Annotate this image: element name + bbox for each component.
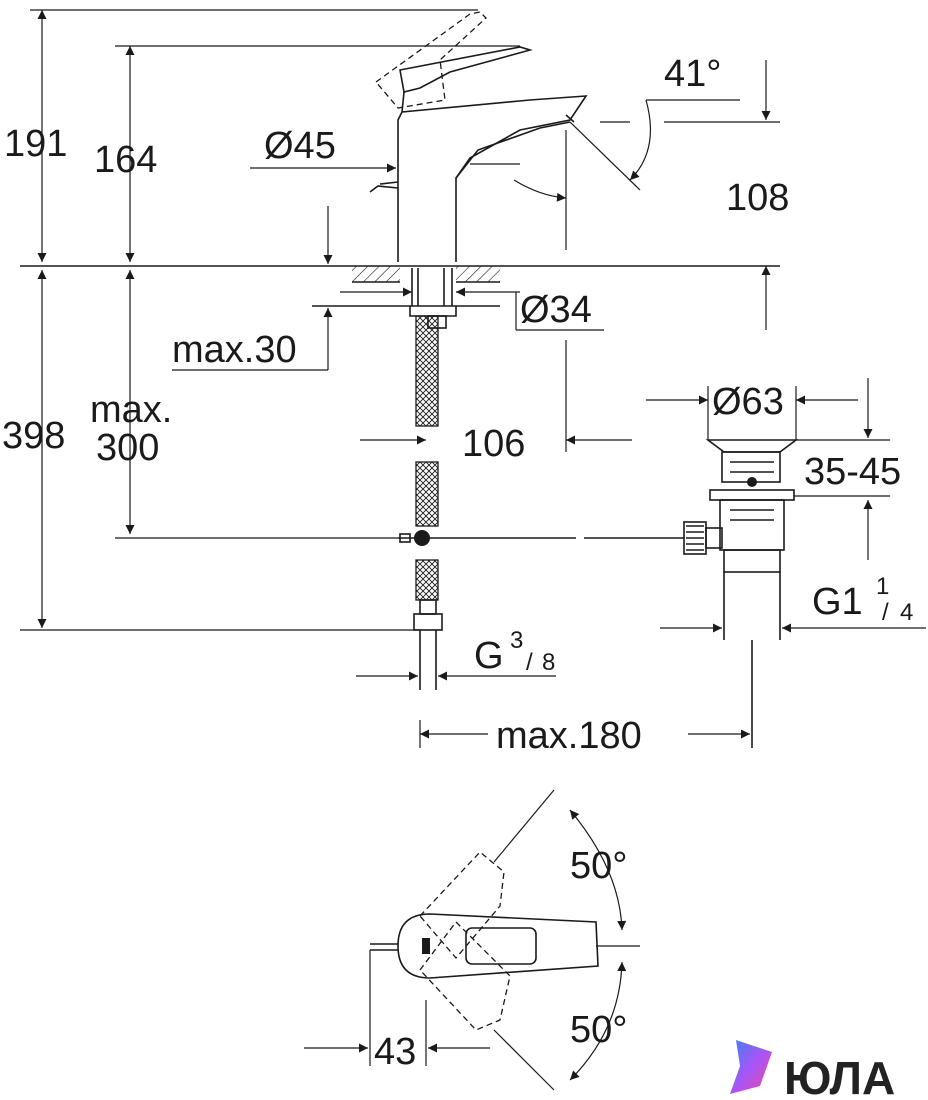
label-g38-den: 8 xyxy=(542,649,555,676)
label-35-45: 35-45 xyxy=(804,451,901,493)
yula-logo: ЮЛА xyxy=(730,1040,895,1100)
label-d63: Ø63 xyxy=(712,381,784,423)
label-g114-num: 1 xyxy=(876,573,889,600)
logo-text: ЮЛА xyxy=(784,1052,895,1100)
label-106: 106 xyxy=(462,423,525,465)
label-max180: max.180 xyxy=(496,715,642,757)
label-angle-41: 41° xyxy=(664,53,721,95)
dimension-labels: 191 164 Ø45 41° 108 Ø34 max.30 398 max. … xyxy=(2,53,913,1073)
label-164: 164 xyxy=(94,139,157,181)
label-191: 191 xyxy=(4,123,67,165)
label-d34: Ø34 xyxy=(520,289,592,331)
label-398: 398 xyxy=(2,415,65,457)
label-max30: max.30 xyxy=(172,329,297,371)
label-g38-slash: / xyxy=(526,649,533,676)
label-300: 300 xyxy=(96,427,159,469)
label-g114-main: G1 xyxy=(812,581,863,623)
label-g38-main: G xyxy=(474,635,504,677)
label-g114-den: 4 xyxy=(900,599,913,626)
label-108: 108 xyxy=(726,177,789,219)
faucet-top-view xyxy=(304,789,640,1091)
faucet-side-view xyxy=(20,9,799,748)
label-g38-num: 3 xyxy=(510,627,523,654)
label-43: 43 xyxy=(374,1031,416,1073)
label-angle-50-top: 50° xyxy=(570,845,627,887)
label-max: max. xyxy=(90,389,172,431)
label-angle-50-bottom: 50° xyxy=(570,1009,627,1051)
label-g114-slash: / xyxy=(882,599,889,626)
label-d45: Ø45 xyxy=(264,125,336,167)
dimension-lines xyxy=(20,10,926,748)
logo-mark-icon xyxy=(730,1040,772,1094)
